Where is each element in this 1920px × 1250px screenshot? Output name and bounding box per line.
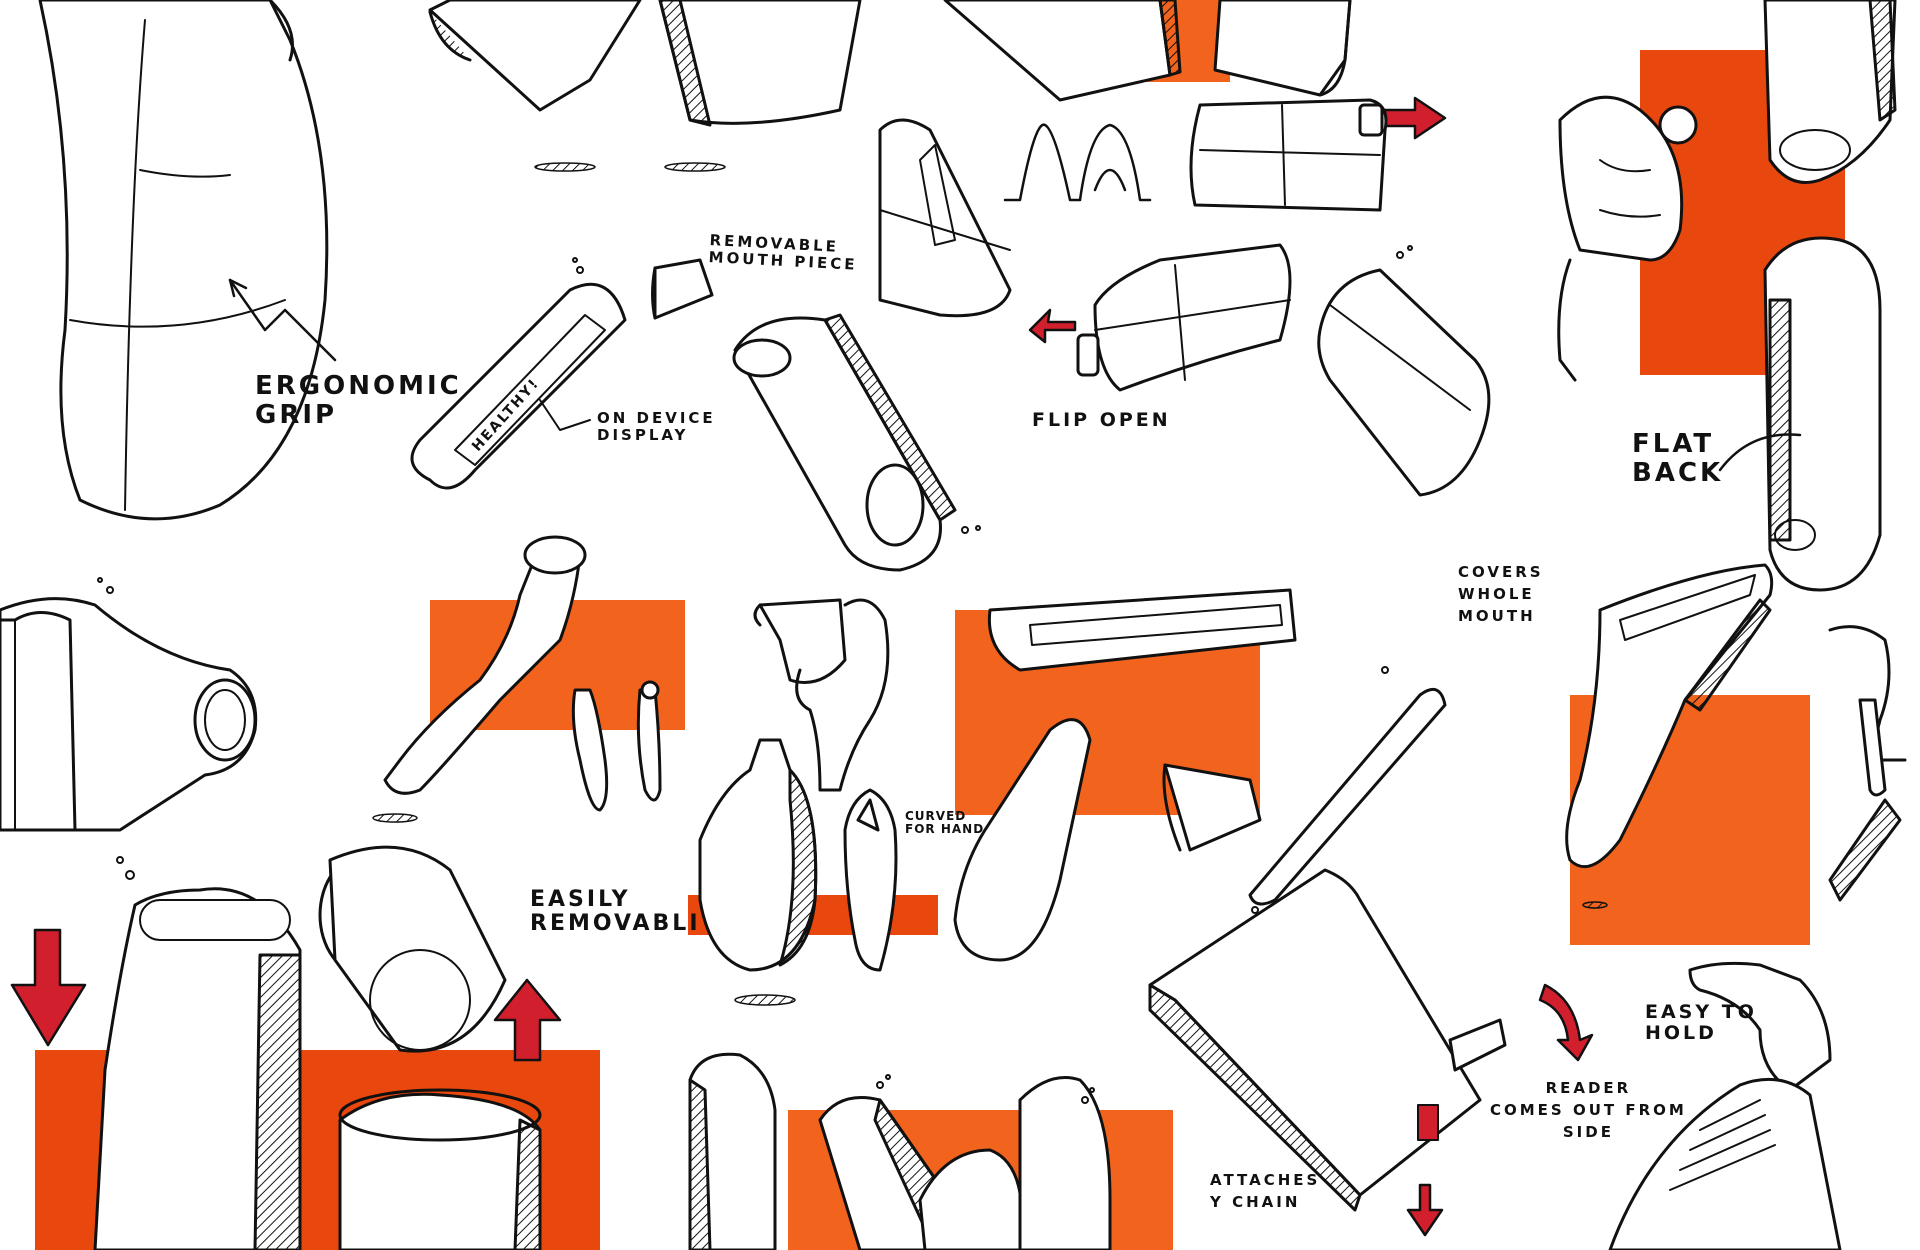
sketch-folded-book xyxy=(1162,763,1262,852)
label-removable-mouth-piece: REMOVABLE MOUTH PIECE xyxy=(708,231,858,274)
sketch-hand-holding xyxy=(1557,95,1698,382)
shadow-ellipse xyxy=(534,162,596,172)
sketch-curved-piece xyxy=(843,788,898,972)
label-easily-removable: EASILY REMOVABLI xyxy=(530,887,701,937)
label-attaches-key-chain: ATTACHES Y CHAIN xyxy=(1210,1171,1321,1211)
arrow-left-icon xyxy=(1028,308,1077,344)
sketch-cylinder-vertical xyxy=(878,118,1012,318)
sketch-large-tube-left xyxy=(93,887,302,1250)
sketch-display-device xyxy=(410,282,627,490)
label-ergonomic-grip: ERGONOMIC GRIP xyxy=(255,371,462,430)
sketch-paddles xyxy=(571,680,662,812)
label-flip-open: FLIP OPEN xyxy=(1032,409,1171,431)
arrow-right-icon xyxy=(1383,96,1447,140)
sketch-reader-box xyxy=(1148,868,1507,1212)
label-on-device-display: ON DEVICE DISPLAY xyxy=(597,409,716,444)
arrows xyxy=(10,96,1594,1237)
sketch-left-device xyxy=(0,597,258,832)
sketch-dots xyxy=(97,245,1413,1104)
label-covers-whole-mouth: COVERS WHOLE MOUTH xyxy=(1458,563,1544,625)
label-curved-for-hand: CURVED FOR HAND xyxy=(905,809,985,837)
shadow-ellipse-3 xyxy=(372,813,418,823)
sketch-tilted-box-right xyxy=(1317,268,1491,497)
sketch-bottom-cylinder xyxy=(338,1088,542,1250)
sketch-top-right-tube xyxy=(1763,0,1897,184)
sketch-mouth-cover-device xyxy=(1565,563,1774,869)
sketch-box-top xyxy=(943,0,1352,102)
sketch-inhaler-bent xyxy=(383,535,587,795)
sketch-ergonomic-grip xyxy=(38,0,337,521)
sketch-flip-box xyxy=(1189,98,1388,212)
sketch-flip-open-device xyxy=(1076,243,1292,392)
sketch-mouthpiece-cone xyxy=(651,258,714,320)
sketch-long-flat-device xyxy=(987,588,1297,672)
sketch-removable-cap xyxy=(318,845,507,1053)
arrow-down-small-icon xyxy=(1406,1183,1444,1237)
shadow-ellipse-4 xyxy=(734,994,796,1006)
sketch-cylinder-a xyxy=(428,0,642,112)
sketch-keychain-device xyxy=(1248,687,1447,906)
sketch-cylinder-b xyxy=(658,0,862,127)
sketch-flat-back-device xyxy=(1718,236,1882,592)
sketch-hand-easy-hold xyxy=(1688,798,1902,1092)
sketch-vent-device xyxy=(1608,1077,1842,1250)
sketch-profile-waves xyxy=(1003,123,1152,202)
arrow-down-icon xyxy=(10,928,87,1047)
sketch-leaning-tube xyxy=(953,718,1092,962)
arrow-up-icon xyxy=(493,978,562,1062)
sketch-hand-inhaler xyxy=(753,598,890,792)
curved-arrow-icon xyxy=(1538,983,1594,1062)
label-reader-comes-out: READER COMES OUT FROM SIDE xyxy=(1490,1079,1687,1141)
sketch-hatched-tube xyxy=(732,313,957,572)
sketch-person-profile xyxy=(1828,625,1907,797)
shadow-ellipse-5 xyxy=(1582,901,1608,909)
label-flat-back: FLAT BACK xyxy=(1632,429,1724,488)
sketch-bottle-hatched xyxy=(698,738,818,972)
shadow-ellipse-2 xyxy=(664,162,726,172)
sketch-bottom-tubes xyxy=(688,1052,1112,1250)
label-easy-to-hold: EASY TO HOLD xyxy=(1645,1001,1757,1044)
